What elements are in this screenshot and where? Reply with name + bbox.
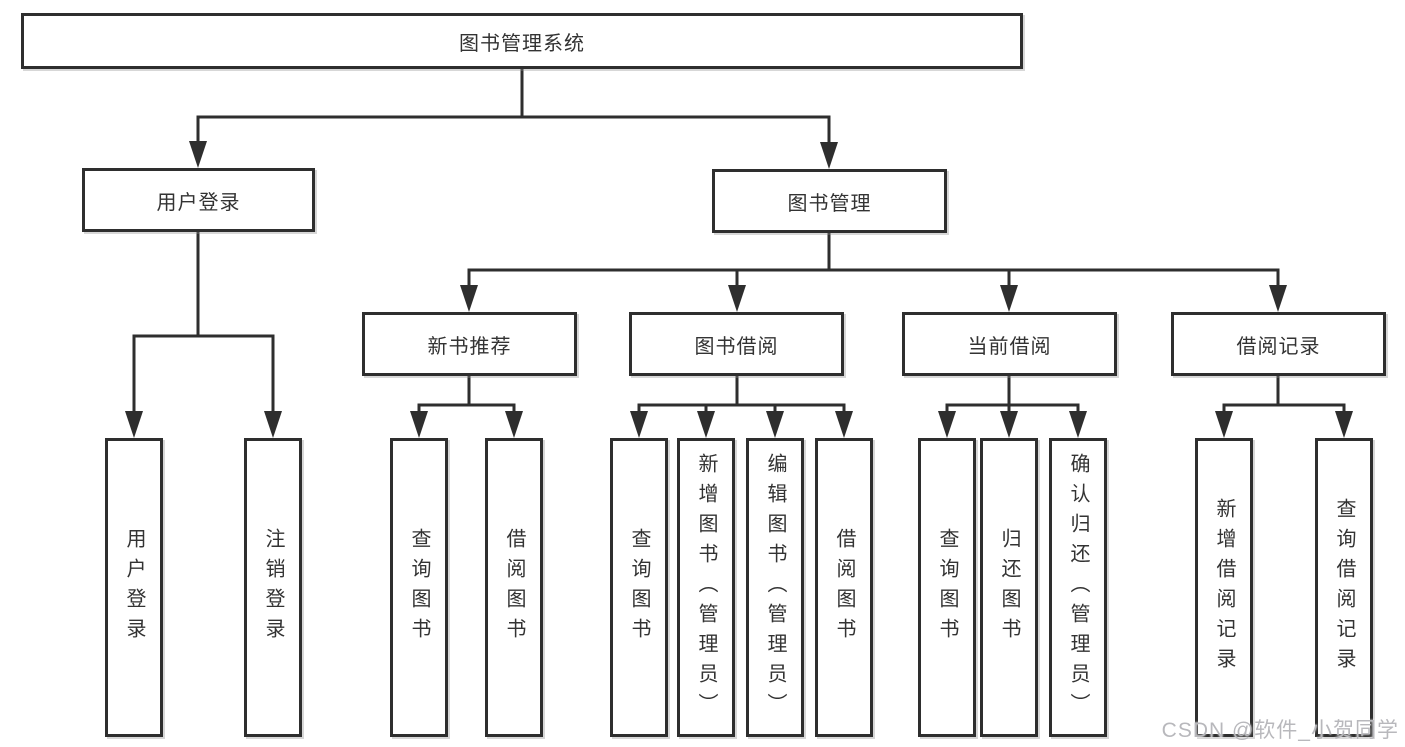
node-label: 归还图书 — [998, 527, 1020, 648]
node-label: 查询图书 — [628, 527, 650, 648]
arrowhead-icon — [1000, 285, 1018, 312]
node-label: 注销登录 — [262, 527, 284, 648]
arrowhead-icon — [1215, 411, 1233, 438]
connector-bookborrow-to-children — [637, 374, 846, 415]
connector-userlogin-to-children — [132, 230, 275, 415]
connector-lines — [132, 67, 1346, 415]
arrowhead-icon — [630, 411, 648, 438]
csdn-watermark: CSDN @软件_小贺同学 — [1161, 719, 1399, 742]
node-borrow-records: 借阅记录 — [1171, 312, 1386, 376]
leaf-query-book-current: 查询图书 — [918, 438, 976, 737]
arrowhead-icon — [820, 142, 838, 169]
node-label: 借阅图书 — [833, 527, 855, 648]
node-current-borrow: 当前借阅 — [902, 312, 1117, 376]
arrowhead-icon — [697, 411, 715, 438]
arrowhead-icon — [189, 141, 207, 168]
connector-currentborrow-to-children — [945, 374, 1080, 415]
node-label: 图书管理 — [787, 192, 872, 215]
arrowhead-icon — [766, 411, 784, 438]
node-label: 编辑图书（管理员） — [764, 452, 786, 723]
node-label: 查询图书 — [936, 527, 958, 648]
arrowhead-icon — [728, 285, 746, 312]
connector-bookmgmt-to-level3 — [467, 231, 1280, 290]
leaf-query-book-recommend: 查询图书 — [390, 438, 448, 737]
leaf-borrow-book: 借阅图书 — [815, 438, 873, 737]
leaf-add-borrow-record: 新增借阅记录 — [1195, 438, 1253, 737]
leaf-return-book: 归还图书 — [980, 438, 1038, 737]
arrowhead-icon — [505, 411, 523, 438]
node-label: 确认归还（管理员） — [1067, 452, 1089, 723]
node-label: 用户登录 — [123, 527, 145, 648]
node-label: 借阅记录 — [1236, 335, 1321, 358]
node-label: 借阅图书 — [503, 527, 525, 648]
arrowhead-icon — [1000, 411, 1018, 438]
leaf-query-book-borrow: 查询图书 — [610, 438, 668, 737]
node-root-system: 图书管理系统 — [21, 13, 1023, 69]
node-label: 新书推荐 — [427, 335, 512, 358]
arrowhead-icon — [410, 411, 428, 438]
arrowhead-icon — [125, 411, 143, 438]
arrowhead-icon — [1335, 411, 1353, 438]
connector-root-to-level2 — [196, 67, 831, 145]
node-label: 新增图书（管理员） — [695, 452, 717, 723]
node-label: 查询借阅记录 — [1333, 497, 1355, 678]
arrowheads — [125, 141, 1353, 438]
node-label: 查询图书 — [408, 527, 430, 648]
node-book-borrow: 图书借阅 — [629, 312, 844, 376]
node-new-book-recommend: 新书推荐 — [362, 312, 577, 376]
node-label: 当前借阅 — [967, 335, 1052, 358]
leaf-logout: 注销登录 — [244, 438, 302, 737]
leaf-confirm-return-admin: 确认归还（管理员） — [1049, 438, 1107, 737]
arrowhead-icon — [835, 411, 853, 438]
connector-borrowrecords-to-children — [1222, 374, 1346, 415]
node-label: 图书借阅 — [694, 335, 779, 358]
leaf-user-login: 用户登录 — [105, 438, 163, 737]
arrowhead-icon — [460, 285, 478, 312]
arrowhead-icon — [938, 411, 956, 438]
leaf-query-borrow-record: 查询借阅记录 — [1315, 438, 1373, 737]
connector-newbook-to-children — [417, 374, 516, 415]
node-label: 用户登录 — [156, 191, 241, 214]
node-user-login: 用户登录 — [82, 168, 315, 232]
arrowhead-icon — [1269, 285, 1287, 312]
leaf-edit-book-admin: 编辑图书（管理员） — [746, 438, 804, 737]
node-label: 图书管理系统 — [459, 32, 585, 55]
node-book-management: 图书管理 — [712, 169, 947, 233]
leaf-add-book-admin: 新增图书（管理员） — [677, 438, 735, 737]
arrowhead-icon — [264, 411, 282, 438]
node-label: 新增借阅记录 — [1213, 497, 1235, 678]
arrowhead-icon — [1069, 411, 1087, 438]
leaf-borrow-book-recommend: 借阅图书 — [485, 438, 543, 737]
